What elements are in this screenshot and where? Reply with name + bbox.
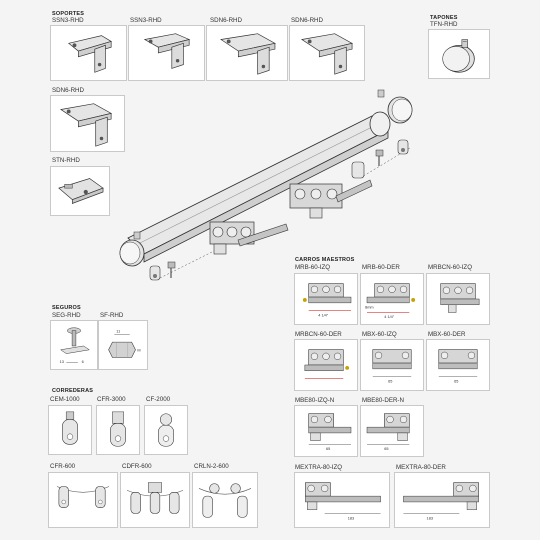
- label-cfr-600: CFR-600: [50, 463, 76, 470]
- product-cfr-600[interactable]: [48, 472, 118, 528]
- plate-drawing: [58, 178, 104, 204]
- label-cf-2000: CF-2000: [146, 396, 171, 403]
- runner-drawing: [110, 411, 126, 447]
- label-tfn-rhd: TFN-RHD: [430, 21, 458, 28]
- carriage-drawing: [304, 349, 350, 379]
- label-cfr-3000: CFR-3000: [97, 396, 126, 403]
- label-cdfr-600: CDFR-600: [122, 463, 152, 470]
- runner-chain-drawing: [198, 483, 252, 518]
- label-ssn3-rhd-2: SSN3-RHD: [130, 17, 162, 24]
- dim-label-7: 65: [384, 447, 388, 451]
- label-mbe80-der-n: MBE80-DER-N: [362, 397, 404, 404]
- carriage-drawing: [440, 283, 480, 313]
- carriage-drawing: 65: [372, 349, 412, 383]
- label-sf-rhd: SF-RHD: [100, 312, 124, 319]
- master-carriage-right: [289, 179, 373, 219]
- master-carriage-left: [209, 221, 289, 255]
- product-cdfr-600[interactable]: [120, 472, 190, 528]
- product-mbe80-izq-n[interactable]: 65: [294, 405, 358, 457]
- label-mbx-60-der: MBX-60-DER: [428, 331, 466, 338]
- dim-label-6: 65: [326, 447, 330, 451]
- bolt-drawing: 13 6: [60, 327, 90, 364]
- section-title-seguros: SEGUROS: [52, 305, 81, 311]
- carriage-drawing: 65: [366, 413, 410, 451]
- end-cap-drawing: [442, 39, 475, 73]
- section-title-carros: CARROS MAESTROS: [295, 257, 355, 263]
- runner-chain-drawing: [56, 486, 110, 509]
- runner-chain-drawing: [126, 482, 184, 514]
- label-stn-rhd: STN-RHD: [52, 157, 80, 164]
- seguro-dim-b: 6: [82, 360, 84, 364]
- product-ssn3-rhd-1[interactable]: [50, 25, 127, 81]
- label-ssn3-rhd-1: SSN3-RHD: [52, 17, 84, 24]
- dim-label-1: 4 1/4": [318, 313, 329, 317]
- carriage-drawing: 183: [305, 482, 381, 520]
- product-sf-rhd[interactable]: 11 M: [98, 320, 148, 370]
- seguro-dim-a: 13: [60, 360, 64, 364]
- dim-label-3: 4 1/4": [384, 315, 395, 319]
- product-seg-rhd[interactable]: 13 6: [50, 320, 98, 370]
- label-mrb-60-izq: MRB-60-IZQ: [295, 264, 331, 271]
- carriage-drawing: 65: [438, 349, 478, 383]
- label-sdn6-rhd-2: SDN6-RHD: [291, 17, 323, 24]
- section-title-tapones: TAPONES: [430, 15, 458, 21]
- carriage-drawing: 183: [403, 482, 479, 520]
- seguro-dim-size: M: [137, 349, 140, 353]
- dim-label-9: 183: [427, 516, 433, 520]
- label-mrbcn-60-izq: MRBCN-60-IZQ: [428, 264, 473, 271]
- carriage-drawing: 8mm 4 1/4": [365, 283, 416, 319]
- bracket-drawing: [67, 35, 112, 73]
- product-cfr-3000[interactable]: [96, 405, 140, 455]
- product-mrb-60-der[interactable]: 8mm 4 1/4": [360, 273, 424, 325]
- label-crln-2-600: CRLN-2-600: [194, 463, 229, 470]
- product-cem-1000[interactable]: [48, 405, 92, 455]
- seguro-dim-c: 11: [116, 330, 120, 334]
- label-mextra-80-izq: MEXTRA-80-IZQ: [295, 464, 343, 471]
- label-mextra-80-der: MEXTRA-80-DER: [396, 464, 446, 471]
- runner-right: [351, 139, 409, 179]
- label-sdn6-rhd-1: SDN6-RHD: [210, 17, 242, 24]
- runner-left: [149, 261, 176, 281]
- product-mrbcn-60-izq[interactable]: [426, 273, 490, 325]
- product-mrbcn-60-der[interactable]: [294, 339, 358, 391]
- runner-drawing: [158, 413, 174, 447]
- nut-drawing: 11 M: [108, 330, 141, 358]
- label-cem-1000: CEM-1000: [50, 396, 80, 403]
- dim-label-8: 183: [348, 516, 354, 520]
- product-sdn6-rhd-3[interactable]: [50, 95, 125, 152]
- label-seg-rhd: SEG-RHD: [52, 312, 81, 319]
- product-sdn6-rhd-2[interactable]: [289, 25, 365, 81]
- product-mbx-60-izq[interactable]: 65: [360, 339, 424, 391]
- dim-label-5: 65: [454, 379, 458, 383]
- product-sdn6-rhd-1[interactable]: [206, 25, 288, 81]
- label-mrbcn-60-der: MRBCN-60-DER: [295, 331, 342, 338]
- exploded-assembly-drawing: [119, 89, 413, 281]
- product-tfn-rhd[interactable]: [428, 29, 490, 79]
- product-mbe80-der-n[interactable]: 65: [360, 405, 424, 457]
- product-crln-2-600[interactable]: [192, 472, 258, 528]
- carriage-drawing: 65: [308, 413, 352, 451]
- section-title-correderas: CORREDERAS: [52, 388, 94, 394]
- product-mrb-60-izq[interactable]: 4 1/4": [294, 273, 358, 325]
- product-mextra-80-izq[interactable]: 183: [294, 472, 390, 528]
- label-mrb-60-der: MRB-60-DER: [362, 264, 400, 271]
- product-mbx-60-der[interactable]: 65: [426, 339, 490, 391]
- bracket-drawing: [301, 33, 353, 75]
- label-sdn6-rhd-3: SDN6-RHD: [52, 87, 84, 94]
- runner-drawing: [62, 411, 78, 445]
- product-ssn3-rhd-2[interactable]: [128, 25, 205, 81]
- carriage-drawing: 4 1/4": [302, 283, 352, 317]
- product-cf-2000[interactable]: [144, 405, 188, 455]
- dim-label-4: 65: [388, 379, 392, 383]
- product-mextra-80-der[interactable]: 183: [394, 472, 490, 528]
- product-stn-rhd[interactable]: [50, 166, 110, 216]
- dim-label-2: 8mm: [365, 306, 374, 310]
- bracket-drawing: [60, 103, 113, 147]
- bracket-drawing: [220, 33, 276, 75]
- section-title-soportes: SOPORTES: [52, 11, 85, 17]
- bracket-drawing: [143, 33, 191, 69]
- label-mbx-60-izq: MBX-60-IZQ: [362, 331, 397, 338]
- label-mbe80-izq-n: MBE80-IZQ-N: [295, 397, 335, 404]
